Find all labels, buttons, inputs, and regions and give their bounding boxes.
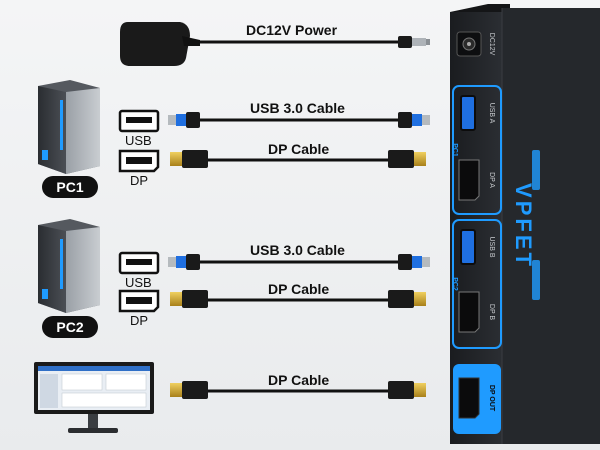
- device-pc1-tag: PC1: [451, 143, 458, 157]
- usb-cable-2: [168, 254, 430, 270]
- device-usb-b-label: USB B: [488, 236, 495, 257]
- pc2-dp-label: DP: [130, 313, 149, 328]
- dc-power-jack-icon: [456, 31, 482, 57]
- dp-cable-1: [170, 150, 426, 168]
- dp-cable-1-label: DP Cable: [268, 141, 330, 157]
- usb-cable-1: [168, 112, 430, 128]
- pc2-usb-label: USB: [125, 275, 152, 290]
- device-pc2-tag: PC2: [451, 277, 458, 291]
- pc1-usb-label: USB: [125, 133, 152, 148]
- pc1-dp-label: DP: [130, 173, 149, 188]
- device-dp-a-label: DP A: [488, 172, 495, 188]
- dp-out-port-group: [453, 364, 501, 434]
- pc2-tower-icon: [38, 219, 100, 313]
- pc1-port-group: [452, 85, 502, 215]
- dc-barrel-plug-icon: [398, 36, 430, 48]
- pc1-dp-port-icon: [118, 149, 160, 173]
- dp-cable-2: [170, 290, 426, 308]
- pc2-usb-port-icon: [118, 251, 160, 275]
- power-cable-label: DC12V Power: [246, 22, 338, 38]
- pc2-port-group: [452, 219, 502, 349]
- dp-cable-out-label: DP Cable: [268, 372, 330, 388]
- monitor-icon: [34, 362, 154, 433]
- device-power-label: DC12V: [488, 33, 495, 56]
- usb-cable-2-label: USB 3.0 Cable: [250, 242, 345, 258]
- pc2-badge: PC2: [42, 316, 98, 338]
- device-brand-logo: VPFET: [511, 183, 536, 269]
- dp-cable-2-label: DP Cable: [268, 281, 330, 297]
- power-adapter-icon: [120, 22, 200, 66]
- usb-cable-1-label: USB 3.0 Cable: [250, 100, 345, 116]
- pc1-tower-icon: [38, 80, 100, 174]
- device-front-buttons: [532, 150, 540, 300]
- device-usb-a-label: USB A: [488, 103, 495, 124]
- pc1-badge: PC1: [42, 176, 98, 198]
- device-dp-out-label: DP OUT: [488, 385, 495, 412]
- pc1-usb-port-icon: [118, 109, 160, 133]
- dp-cable-out: [170, 381, 426, 399]
- pc2-dp-port-icon: [118, 289, 160, 313]
- device-dp-b-label: DP B: [488, 304, 495, 321]
